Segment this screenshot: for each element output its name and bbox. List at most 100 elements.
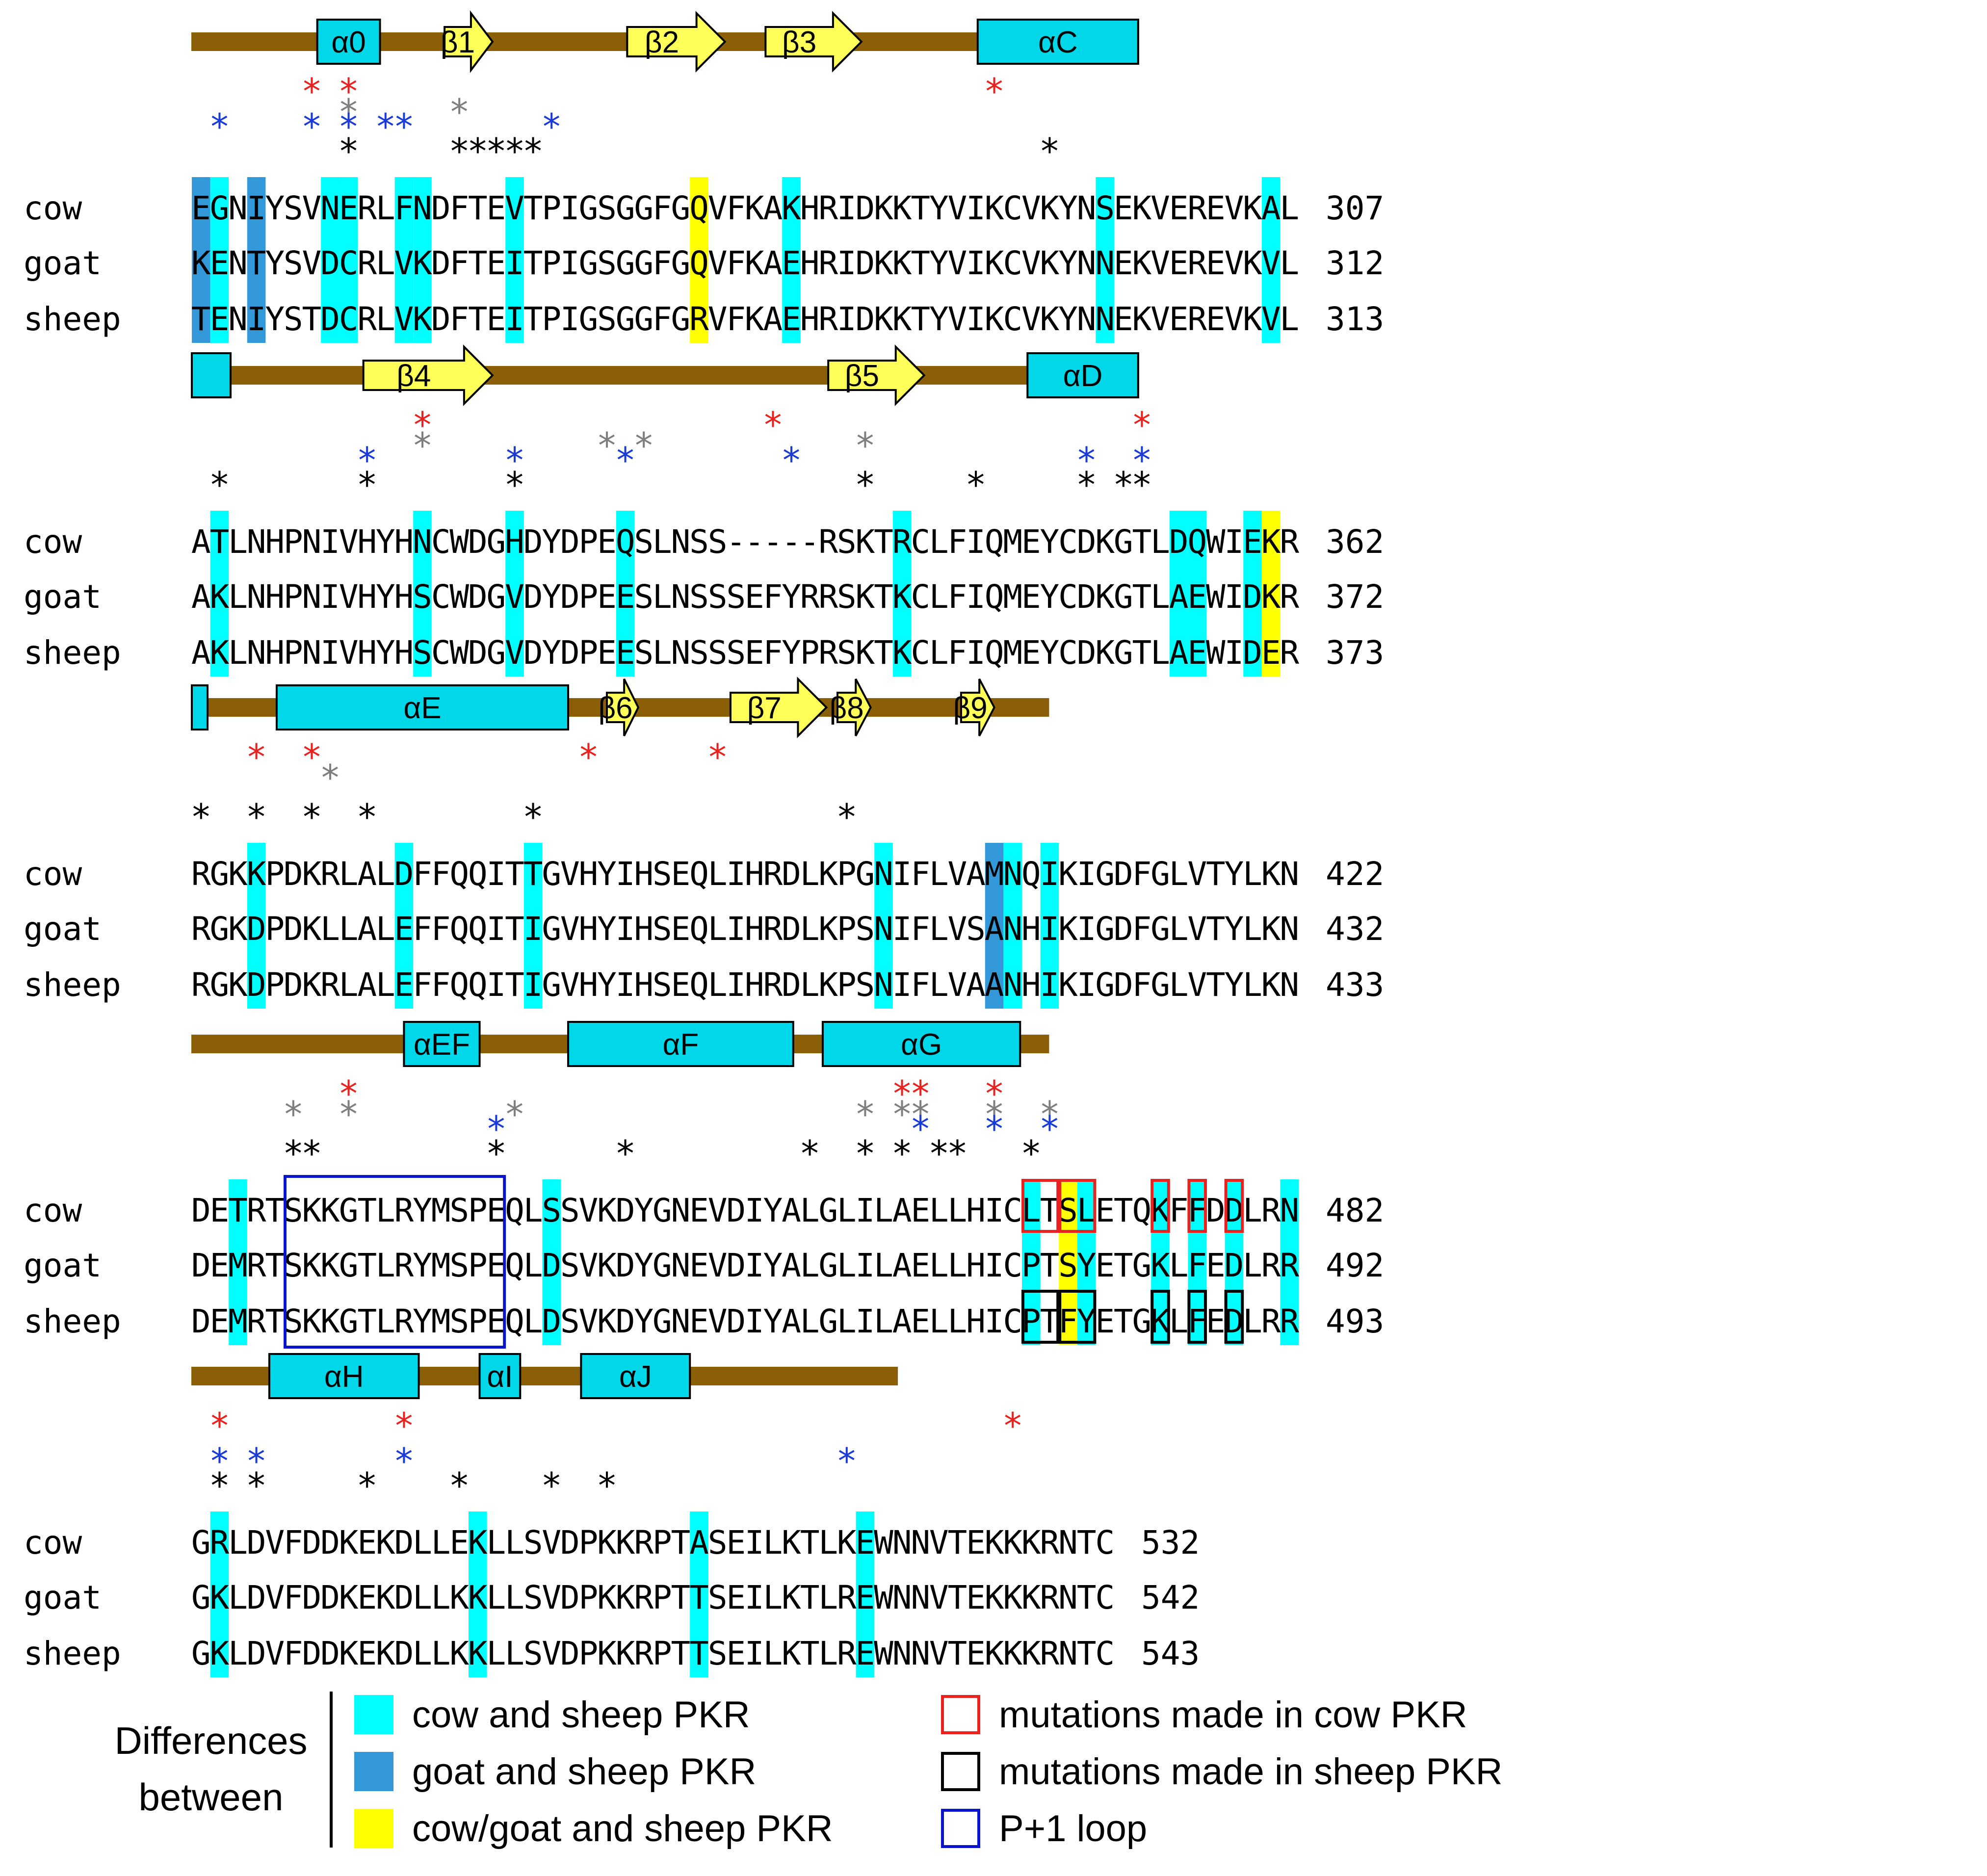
- gray-star-marker: *: [855, 425, 876, 466]
- helix-label: αJ: [619, 1360, 652, 1394]
- difference-highlight: [690, 1511, 708, 1677]
- beta-strand-arrow: [362, 344, 494, 406]
- legend-swatch: [354, 1695, 393, 1734]
- blue-star-marker: *: [504, 440, 525, 481]
- residue-end-number: 432: [1326, 910, 1384, 948]
- black-star-marker: *: [209, 1465, 230, 1506]
- legend-swatch: [354, 1752, 393, 1791]
- red-star-marker: *: [246, 736, 267, 778]
- black-star-marker: *: [947, 1133, 968, 1174]
- difference-highlight: [469, 1511, 487, 1677]
- black-star-marker: *: [855, 1133, 876, 1174]
- sequence-row: GRLDVFDDKEKDLLEKLLSVDPKKRPTASEILKTLKEWNN…: [191, 1524, 1115, 1562]
- residue-end-number: 493: [1326, 1303, 1384, 1340]
- difference-highlight: [1077, 1179, 1096, 1345]
- residue-end-number: 433: [1326, 966, 1384, 1004]
- gray-star-marker: *: [910, 1094, 931, 1135]
- mutation-box: [1058, 1179, 1097, 1233]
- helix-label: αI: [487, 1360, 513, 1394]
- black-star-marker: *: [523, 796, 544, 837]
- beta-strand-arrow: [764, 11, 863, 73]
- difference-highlight: [856, 1511, 875, 1677]
- alpha-helix-bar: [316, 19, 381, 65]
- difference-highlight: [413, 511, 432, 677]
- sequence-row: EGNIYSVNERLFNDFTEVTPIGSGGFGQVFKAKHRIDKKT…: [191, 189, 1299, 227]
- helix-label: αG: [901, 1028, 942, 1062]
- difference-highlight: [1096, 177, 1114, 343]
- species-name: goat: [24, 910, 102, 948]
- residue-end-number: 422: [1326, 855, 1384, 893]
- sequence-row: RGKDPDKRLALEFFQQITIGVHYIHSEQLIHRDLKPSNIF…: [191, 966, 1299, 1004]
- difference-highlight: [690, 177, 708, 343]
- black-star-marker: *: [799, 1133, 820, 1174]
- sequence-row: DETRTSKKGTLRYMSPEQLSSVKDYGNEVDIYALGLILAE…: [191, 1192, 1299, 1229]
- difference-highlight: [1225, 1179, 1244, 1345]
- gray-star-marker: *: [891, 1094, 913, 1135]
- legend-swatch: [941, 1809, 980, 1848]
- difference-highlight: [874, 843, 893, 1009]
- strand-label: β3: [782, 26, 816, 59]
- black-star-marker: *: [301, 796, 322, 837]
- black-star-marker: *: [541, 1465, 562, 1506]
- sequence-row: GKLDVFDDKEKDLLKKLLSVDPKKRPTTSEILKTLREWNN…: [191, 1579, 1115, 1616]
- difference-highlight: [1188, 511, 1206, 677]
- gray-star-marker: *: [855, 1094, 876, 1135]
- helix-label: α0: [331, 26, 366, 59]
- black-star-marker: *: [504, 464, 525, 505]
- legend-swatch: [941, 1752, 980, 1791]
- mutation-box: [1187, 1179, 1207, 1233]
- blue-star-marker: *: [246, 1440, 267, 1482]
- mutation-box: [1150, 1290, 1170, 1344]
- residue-end-number: 492: [1326, 1247, 1384, 1284]
- alpha-helix-bar: [580, 1353, 691, 1399]
- red-star-marker: *: [762, 404, 784, 445]
- gray-star-marker: *: [984, 1094, 1005, 1135]
- residue-end-number: 543: [1141, 1635, 1200, 1672]
- legend-item-label: cow/goat and sheep PKR: [412, 1808, 833, 1850]
- legend-item-label: goat and sheep PKR: [412, 1751, 756, 1793]
- blue-star-marker: *: [615, 440, 636, 481]
- legend-item-label: mutations made in sheep PKR: [999, 1751, 1503, 1793]
- species-name: goat: [24, 1247, 102, 1284]
- residue-end-number: 542: [1141, 1579, 1200, 1616]
- alpha-helix-bar: [478, 1353, 522, 1399]
- blue-star-marker: *: [393, 106, 415, 147]
- difference-highlight: [321, 177, 340, 343]
- residue-end-number: 313: [1326, 300, 1384, 338]
- black-star-marker: *: [190, 796, 211, 837]
- difference-highlight: [394, 177, 414, 343]
- mutation-box: [1058, 1290, 1097, 1344]
- secondary-structure-backbone: [191, 366, 1138, 385]
- legend-divider: [330, 1692, 333, 1848]
- helix-label: αE: [403, 691, 441, 725]
- gray-star-marker: *: [338, 91, 359, 132]
- species-name: sheep: [24, 966, 121, 1004]
- sequence-row: RGKKPDKRLALDFFQQITTGVHYIHSEQLIHRDLKPGNIF…: [191, 855, 1299, 893]
- red-star-marker: *: [578, 736, 599, 778]
- difference-highlight: [523, 843, 543, 1009]
- p1-loop-box: [284, 1175, 506, 1349]
- gray-star-marker: *: [1039, 1094, 1060, 1135]
- blue-star-marker: *: [541, 106, 562, 147]
- alpha-helix-bar: [191, 352, 232, 398]
- difference-highlight: [985, 843, 1004, 1009]
- sequence-row: AKLNHPNIVHYHSCWDGVDYDPEESLNSSSEFYRRSKTKC…: [191, 578, 1299, 616]
- difference-highlight: [1261, 511, 1281, 677]
- black-star-marker: *: [338, 130, 359, 172]
- species-name: cow: [24, 523, 82, 561]
- strand-label: β9: [953, 691, 987, 725]
- black-star-marker: *: [855, 464, 876, 505]
- strand-label: β5: [845, 359, 879, 393]
- gray-star-marker: *: [449, 91, 470, 132]
- difference-highlight: [616, 511, 635, 677]
- black-star-marker: *: [283, 1133, 304, 1174]
- beta-strand-arrow: [960, 678, 995, 736]
- black-star-marker: *: [246, 796, 267, 837]
- red-star-marker: *: [338, 1073, 359, 1114]
- sequence-row: KENTYSVDCRLVKDFTEITPIGSGGFGQVFKAEHRIDKKT…: [191, 244, 1299, 282]
- gray-star-marker: *: [319, 757, 340, 798]
